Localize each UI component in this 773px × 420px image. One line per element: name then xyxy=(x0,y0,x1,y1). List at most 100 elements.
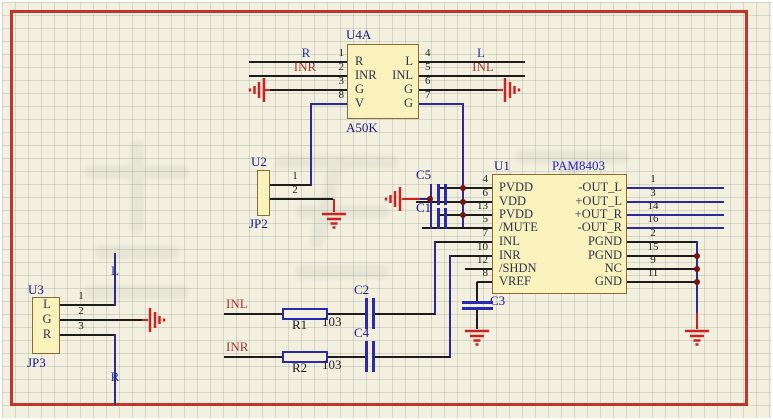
junction-dot xyxy=(460,185,466,191)
capacitor-c4[interactable] xyxy=(372,341,375,372)
u1-designator: U1 xyxy=(494,158,510,173)
u4a-pin-name: R xyxy=(355,54,364,68)
wire xyxy=(476,282,478,301)
u3-pin-name: R xyxy=(42,327,52,341)
capacitor-c3[interactable] xyxy=(462,307,493,310)
wire xyxy=(434,241,492,243)
net-label-inl: INL xyxy=(226,296,248,311)
u1-pin-name: +OUT_R xyxy=(574,207,622,221)
wire xyxy=(310,103,312,186)
ground-icon xyxy=(322,212,346,229)
wire xyxy=(627,187,724,189)
capacitor-c5[interactable] xyxy=(444,184,447,205)
u1-pin-name: VDD xyxy=(499,194,527,208)
u4a-pin-name: G xyxy=(403,96,413,110)
net-label-l: L xyxy=(477,45,485,60)
u4a-pin-name: INR xyxy=(355,68,377,82)
wire xyxy=(270,184,311,186)
u1-pin-name: NC xyxy=(604,261,622,275)
junction-dot xyxy=(694,253,700,259)
wire xyxy=(60,304,115,306)
resistor-r1[interactable] xyxy=(282,308,328,320)
wire xyxy=(328,356,366,358)
wire xyxy=(462,103,464,229)
wire xyxy=(249,75,347,77)
u1-pin-name: PGND xyxy=(587,234,622,248)
net-label-inr: INR xyxy=(293,59,317,74)
capacitor-c2[interactable] xyxy=(365,298,368,329)
u1-pin-number: 16 xyxy=(647,213,659,225)
junction-dot xyxy=(460,212,466,218)
wire xyxy=(328,313,366,315)
component-u1[interactable] xyxy=(492,174,627,294)
capacitor-c1[interactable] xyxy=(444,208,447,229)
u3-pin-name: G xyxy=(42,312,52,326)
wire xyxy=(375,313,435,315)
ground-icon xyxy=(503,78,521,102)
wire xyxy=(434,241,436,315)
u1-pin-name: VREF xyxy=(499,274,531,288)
u1-pin-name: INL xyxy=(499,234,520,248)
wire xyxy=(477,281,492,283)
wire xyxy=(419,61,525,63)
u1-pin-name: -OUT_R xyxy=(577,220,622,234)
u2-pin-number: 2 xyxy=(292,184,298,196)
component-u2[interactable] xyxy=(257,170,270,216)
capacitor-c1[interactable] xyxy=(437,208,440,229)
u3-pin-name: L xyxy=(43,297,51,311)
u2-value: JP2 xyxy=(249,216,268,231)
r2-designator: R2 xyxy=(292,360,308,375)
u1-pin-name: +OUT_L xyxy=(575,194,622,208)
u4a-pin-number: 7 xyxy=(425,89,431,101)
net-label-inr: INR xyxy=(226,339,249,354)
sheet-border xyxy=(10,10,748,406)
ground-icon xyxy=(248,78,266,102)
c1-designator: C1 xyxy=(416,200,432,215)
u1-pin-number: 12 xyxy=(477,254,488,266)
component-u3[interactable] xyxy=(32,297,60,354)
u4a-pin-number: 4 xyxy=(425,47,431,59)
wire xyxy=(311,103,347,105)
wire xyxy=(224,313,282,315)
wire xyxy=(627,241,697,243)
u3-value: JP3 xyxy=(27,355,46,370)
ground-icon xyxy=(465,329,489,346)
net-label-r: R xyxy=(301,45,311,60)
capacitor-c2[interactable] xyxy=(372,298,375,329)
u4a-pin-number: 2 xyxy=(338,61,345,73)
r1-designator: R1 xyxy=(292,317,308,332)
u1-pin-number: 5 xyxy=(482,213,489,225)
wire xyxy=(419,89,497,91)
wire xyxy=(249,61,347,63)
wire xyxy=(264,89,270,91)
capacitor-c5[interactable] xyxy=(437,184,440,205)
u1-pin-number: 9 xyxy=(650,254,656,266)
wire xyxy=(224,356,282,358)
component-u4a[interactable] xyxy=(347,44,419,119)
wire xyxy=(627,268,697,270)
net-label-l-bottom: L xyxy=(111,263,119,278)
wire xyxy=(465,268,492,270)
resistor-r2[interactable] xyxy=(282,351,328,363)
capacitor-c3[interactable] xyxy=(462,301,493,304)
u3-pin-number: 2 xyxy=(78,305,84,317)
u1-pin-number: 4 xyxy=(482,173,489,185)
ground-icon xyxy=(384,187,402,211)
u1-pin-number: 1 xyxy=(650,173,656,185)
junction-dot xyxy=(460,199,466,205)
u1-pin-name: PGND xyxy=(587,248,622,262)
u1-pin-number: 10 xyxy=(477,241,488,253)
wire xyxy=(60,319,142,321)
capacitor-c4[interactable] xyxy=(365,341,368,372)
r1-value: 103 xyxy=(322,314,342,329)
wire xyxy=(420,198,431,200)
u1-pin-number: 2 xyxy=(650,227,656,239)
c5-designator: C5 xyxy=(416,167,432,182)
u1-pin-name: GND xyxy=(594,274,622,288)
wire xyxy=(419,75,525,77)
u1-pin-name: PVDD xyxy=(499,207,534,221)
c4-designator: C4 xyxy=(354,325,370,340)
wire xyxy=(696,241,698,313)
u1-pin-number: 6 xyxy=(482,187,489,199)
wire xyxy=(142,319,148,321)
